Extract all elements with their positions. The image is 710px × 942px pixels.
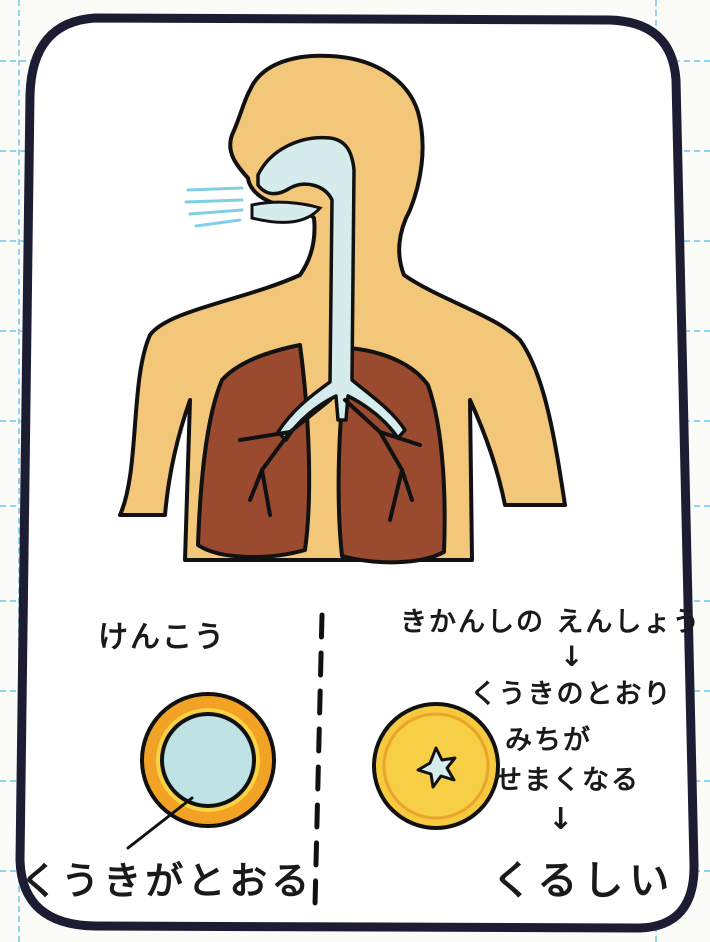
asthma-line: くうきのとおり xyxy=(470,672,672,711)
healthy-title: けんこう xyxy=(98,612,226,656)
asthma-line: みちが xyxy=(505,718,592,757)
inflamed-airway-icon xyxy=(374,704,498,828)
asthma-line: せまくなる xyxy=(495,758,640,797)
down-arrow-icon: ↓ xyxy=(560,640,585,673)
healthy-airway-icon xyxy=(142,694,274,826)
asthma-result: くるしい xyxy=(492,848,675,906)
down-arrow-icon: ↓ xyxy=(548,802,575,837)
asthma-title: きかんしの えんしょう xyxy=(400,600,701,639)
healthy-caption: くうきがとおる xyxy=(20,850,313,905)
